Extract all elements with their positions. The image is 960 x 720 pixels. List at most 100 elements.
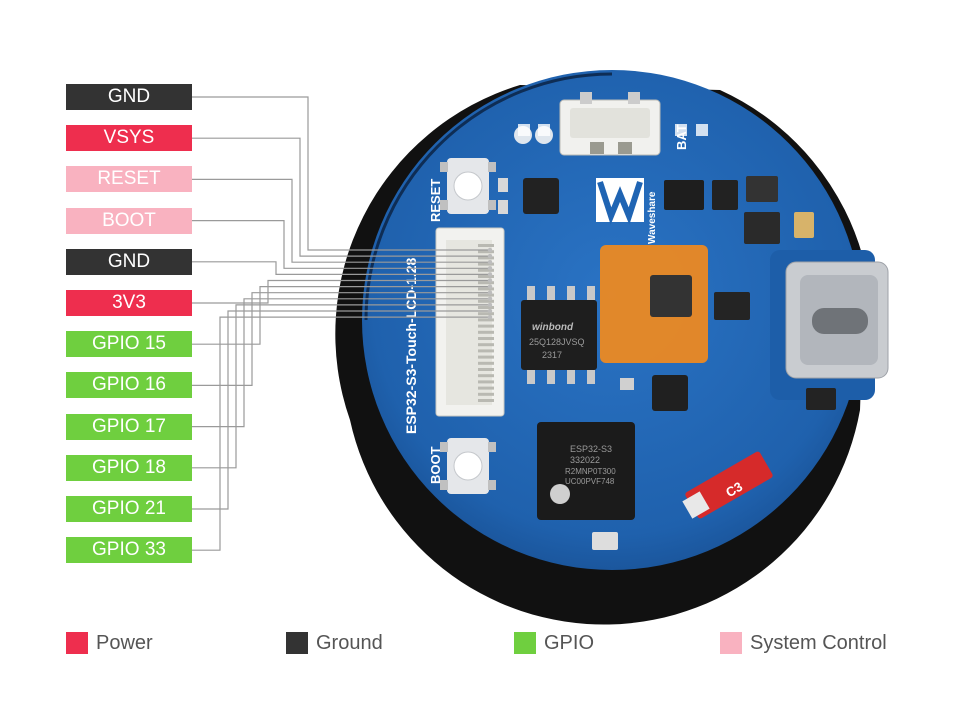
fpc-pin — [478, 324, 494, 328]
battery-connector — [559, 92, 661, 156]
flash-text-3: 2317 — [542, 350, 562, 360]
fpc-pin — [478, 250, 494, 254]
legend-item-ground: Ground — [286, 630, 383, 656]
legend-item-system: System Control — [720, 630, 887, 656]
fpc-pins — [478, 244, 494, 402]
fpc-pin — [478, 312, 494, 316]
ldo-chip — [664, 180, 704, 210]
wire-end-4 — [487, 272, 493, 277]
pin-label-reset: RESET — [66, 166, 192, 193]
fpc-pin — [478, 368, 494, 371]
wire-0 — [192, 96, 490, 251]
wire-end-10 — [487, 308, 493, 314]
wire-10 — [192, 310, 490, 510]
reset-button-component — [440, 158, 496, 214]
pin-wires — [192, 96, 493, 551]
legend-swatch-power — [66, 632, 88, 654]
wire-end-0 — [487, 247, 493, 253]
fpc-pin — [478, 349, 494, 353]
legend-label-ground: Ground — [316, 631, 383, 654]
wire-4 — [192, 261, 490, 275]
wire-end-11 — [487, 314, 493, 320]
wire-end-2 — [487, 260, 493, 265]
mcu-text-2: 332022 — [570, 455, 600, 465]
led — [592, 532, 618, 550]
fpc-pin — [478, 293, 494, 297]
sensor-chip — [523, 178, 559, 214]
mcu-chip — [537, 422, 635, 520]
wire-7 — [192, 292, 490, 386]
mcu-text-1: ESP32-S3 — [570, 444, 612, 454]
pin-label-gpio-33: GPIO 33 — [66, 537, 192, 564]
mcu-text-3: R2MNP0T300 — [565, 467, 616, 476]
inductor — [746, 176, 778, 202]
small-ic-2 — [806, 388, 836, 410]
fpc-pin — [478, 287, 494, 291]
wire-9 — [192, 304, 490, 469]
wire-2 — [192, 178, 490, 263]
fpc-pin — [478, 374, 494, 378]
capacitor — [794, 212, 814, 238]
small-ic — [652, 375, 688, 411]
pin-label-gnd: GND — [66, 84, 192, 110]
brand-silkscreen: Waveshare — [647, 191, 658, 244]
fpc-pin — [478, 380, 494, 384]
fpc-pin — [478, 268, 494, 272]
wire-5 — [192, 279, 490, 304]
legend-item-gpio: GPIO — [514, 630, 594, 656]
wire-end-3 — [487, 266, 493, 271]
pin-label-vsys: VSYS — [66, 125, 192, 152]
wire-end-7 — [487, 290, 493, 295]
pin-label-gpio-21: GPIO 21 — [66, 496, 192, 522]
fpc-pin — [478, 392, 494, 396]
fpc-pin — [478, 262, 494, 266]
legend-swatch-gpio — [514, 632, 536, 654]
waveshare-logo — [596, 178, 644, 225]
fpc-pin — [478, 275, 494, 278]
pin-label-boot: BOOT — [66, 207, 192, 234]
regulator-ic — [712, 180, 738, 210]
legend-swatch-system — [720, 632, 742, 654]
antenna — [682, 451, 773, 519]
legend-label-power: Power — [96, 631, 153, 654]
fpc-pin — [478, 399, 494, 402]
board-name-text: ESP32-S3-Touch-LCD-1.28 — [403, 257, 419, 434]
flash-text-1: winbond — [532, 322, 574, 333]
mcu-text-4: UC00PVF748 — [565, 477, 615, 486]
legend-label-system: System Control — [750, 631, 887, 654]
power-ic — [744, 212, 780, 244]
fpc-pin — [478, 281, 494, 285]
fpc-pin — [478, 306, 494, 309]
diode — [714, 292, 750, 320]
fpc-pin — [478, 343, 494, 347]
wire-1 — [192, 137, 490, 257]
bat-silkscreen: BAT — [674, 124, 689, 150]
imu-chip — [650, 275, 692, 317]
fpc-pin — [478, 299, 494, 303]
wire-end-6 — [487, 284, 493, 289]
fpc-pin — [478, 244, 494, 247]
pin-label-3v3: 3V3 — [66, 290, 192, 316]
fpc-pin — [478, 361, 494, 365]
legend-label-gpio: GPIO — [544, 631, 595, 654]
usb-c-connector — [785, 261, 889, 379]
fpc-pin — [478, 330, 494, 334]
fpc-pin — [478, 318, 494, 322]
antenna-text: C3 — [723, 479, 745, 500]
pin-label-gpio-18: GPIO 18 — [66, 454, 192, 481]
wire-6 — [192, 286, 490, 345]
reset-silkscreen: RESET — [428, 179, 443, 222]
pin-label-gpio-15: GPIO 15 — [66, 331, 192, 358]
fpc-pin — [478, 355, 494, 359]
boot-silkscreen: BOOT — [428, 446, 443, 484]
flash-text-2: 25Q128JVSQ — [529, 337, 585, 347]
wire-end-9 — [487, 302, 493, 308]
wire-end-8 — [487, 296, 493, 301]
wire-end-5 — [487, 278, 493, 283]
flash-chip — [521, 286, 597, 384]
fpc-pin — [478, 386, 494, 390]
pin-label-gnd: GND — [66, 248, 192, 275]
boot-button-component — [440, 438, 496, 494]
